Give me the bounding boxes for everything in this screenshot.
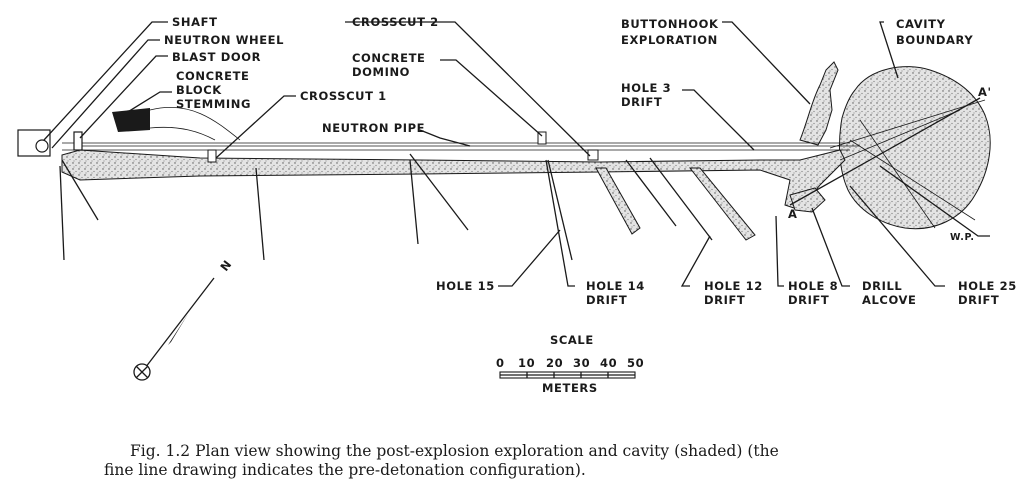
label-hole3-2: DRIFT bbox=[621, 95, 662, 109]
label-hole12-2: DRIFT bbox=[704, 293, 745, 307]
concrete-domino-shape bbox=[587, 149, 599, 161]
label-hole8-1: HOLE 8 bbox=[788, 279, 838, 293]
buttonhook-branch bbox=[799, 61, 839, 146]
label-wp: W.P. bbox=[950, 232, 975, 243]
label-stemming-2: BLOCK bbox=[176, 83, 222, 97]
blast-door-shape bbox=[73, 131, 83, 151]
scale-bar: SCALE 0 10 20 30 40 50 METERS bbox=[496, 333, 644, 395]
label-hole8-2: DRIFT bbox=[788, 293, 829, 307]
label-hole3-1: HOLE 3 bbox=[621, 81, 671, 95]
drill-alcove-shape bbox=[789, 187, 826, 213]
crosscut-2-shape bbox=[537, 131, 547, 145]
hole-14-drift-branch bbox=[595, 167, 641, 235]
scale-title: SCALE bbox=[550, 333, 594, 347]
hole-12-drift-branch bbox=[688, 167, 756, 241]
neutron-wheel-shape bbox=[35, 139, 49, 153]
figure-caption: Fig. 1.2 Plan view showing the post-expl… bbox=[104, 442, 1004, 480]
caption-line-2: fine line drawing indicates the pre-deto… bbox=[104, 461, 586, 479]
label-cavity-2: BOUNDARY bbox=[896, 33, 973, 47]
label-neutron-pipe: NEUTRON PIPE bbox=[322, 121, 425, 135]
label-hole14-2: DRIFT bbox=[586, 293, 627, 307]
label-crosscut-1: CROSSCUT 1 bbox=[300, 89, 387, 103]
label-stemming-1: CONCRETE bbox=[176, 69, 250, 83]
plan-view-drawing: N SHAFT NEUTRON WHEEL BLAST DOOR CONCRET… bbox=[17, 15, 1017, 395]
label-hole14-1: HOLE 14 bbox=[586, 279, 645, 293]
scale-tick-0: 0 bbox=[496, 356, 505, 370]
scale-unit: METERS bbox=[542, 381, 598, 395]
section-line-a bbox=[789, 97, 981, 206]
label-buttonhook-2: EXPLORATION bbox=[621, 33, 718, 47]
cavity-shape bbox=[839, 66, 991, 230]
label-neutron-wheel: NEUTRON WHEEL bbox=[164, 33, 284, 47]
label-hole25-2: DRIFT bbox=[958, 293, 999, 307]
label-hole12-1: HOLE 12 bbox=[704, 279, 763, 293]
stemming-block bbox=[112, 108, 150, 132]
label-hole-15: HOLE 15 bbox=[436, 279, 495, 293]
north-label: N bbox=[217, 257, 234, 274]
label-blast-door: BLAST DOOR bbox=[172, 50, 261, 64]
label-alcove-1: DRILL bbox=[862, 279, 902, 293]
label-crosscut-2: CROSSCUT 2 bbox=[352, 15, 439, 29]
label-section-a-prime: A' bbox=[978, 85, 992, 99]
scale-tick-20: 20 bbox=[546, 356, 563, 370]
leader-lines bbox=[43, 21, 990, 287]
crosscut-1-shape bbox=[207, 149, 217, 163]
label-buttonhook-1: BUTTONHOOK bbox=[621, 17, 719, 31]
label-domino-2: DOMINO bbox=[352, 65, 410, 79]
scale-tick-40: 40 bbox=[600, 356, 617, 370]
label-shaft: SHAFT bbox=[172, 15, 218, 29]
label-cavity-1: CAVITY bbox=[896, 17, 946, 31]
label-section-a: A bbox=[788, 207, 798, 221]
scale-tick-50: 50 bbox=[627, 356, 644, 370]
label-hole25-1: HOLE 25 bbox=[958, 279, 1017, 293]
label-domino-1: CONCRETE bbox=[352, 51, 426, 65]
north-arrow: N bbox=[133, 257, 235, 381]
label-alcove-2: ALCOVE bbox=[862, 293, 917, 307]
label-stemming-3: STEMMING bbox=[176, 97, 251, 111]
scale-tick-10: 10 bbox=[518, 356, 535, 370]
scale-tick-30: 30 bbox=[573, 356, 590, 370]
caption-line-1: Fig. 1.2 Plan view showing the post-expl… bbox=[130, 442, 779, 460]
